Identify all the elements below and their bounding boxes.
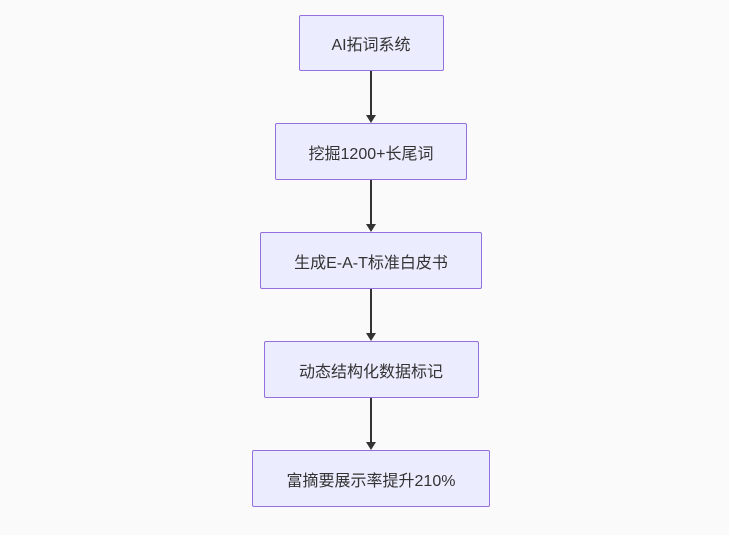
arrow-line bbox=[370, 398, 372, 442]
flowchart-node-longtail-mining: 挖掘1200+长尾词 bbox=[275, 123, 467, 180]
arrow-line bbox=[370, 289, 372, 333]
flowchart-node-structured-data-markup: 动态结构化数据标记 bbox=[263, 341, 479, 398]
arrowhead-icon bbox=[366, 442, 376, 450]
flowchart: AI拓词系统 挖掘1200+长尾词 生成E-A-T标准白皮书 动态结构化数据标记 bbox=[252, 15, 490, 507]
arrowhead-icon bbox=[366, 224, 376, 232]
arrowhead-icon bbox=[366, 333, 376, 341]
arrow-down-icon bbox=[366, 289, 376, 341]
flowchart-node-eat-whitepaper: 生成E-A-T标准白皮书 bbox=[260, 232, 482, 289]
arrow-down-icon bbox=[366, 398, 376, 450]
arrow-down-icon bbox=[366, 180, 376, 232]
node-label: 生成E-A-T标准白皮书 bbox=[294, 254, 448, 272]
arrow-down-icon bbox=[366, 71, 376, 123]
node-label: 动态结构化数据标记 bbox=[298, 363, 443, 381]
arrow-line bbox=[370, 180, 372, 224]
flowchart-node-ai-keyword-system: AI拓词系统 bbox=[298, 15, 444, 71]
node-label: AI拓词系统 bbox=[331, 37, 411, 54]
node-label: 挖掘1200+长尾词 bbox=[308, 145, 434, 163]
flowchart-node-rich-snippet-result: 富摘要展示率提升210% bbox=[252, 450, 490, 507]
arrowhead-icon bbox=[366, 115, 376, 123]
arrow-line bbox=[370, 71, 372, 115]
node-label: 富摘要展示率提升210% bbox=[286, 472, 456, 490]
